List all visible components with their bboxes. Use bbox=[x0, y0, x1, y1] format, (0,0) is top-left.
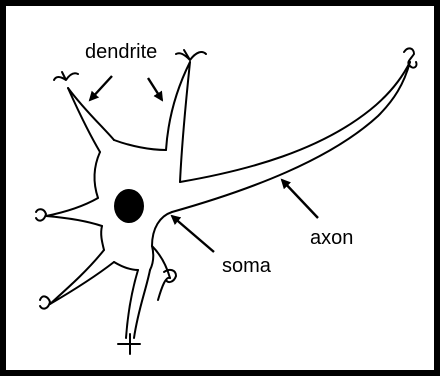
axon-label: axon bbox=[310, 227, 353, 249]
dendrite-lower-right bbox=[151, 245, 171, 279]
dendrite-upper-right bbox=[165, 61, 191, 151]
axon-line bbox=[179, 61, 411, 183]
dendrite-bottom bbox=[125, 269, 139, 339]
nucleus bbox=[114, 189, 144, 223]
dendrite-left bbox=[45, 197, 99, 217]
soma-arrow bbox=[170, 214, 215, 253]
axon-arrow bbox=[280, 178, 319, 219]
dendrite-arrow-right bbox=[146, 77, 164, 102]
dendrite-label: dendrite bbox=[85, 41, 157, 63]
neuron-outline bbox=[35, 47, 418, 355]
dendrite-upper-left bbox=[67, 87, 101, 153]
dendrite-lower-left bbox=[49, 249, 105, 305]
soma-label: soma bbox=[222, 255, 272, 277]
dendrite-arrow-left bbox=[88, 75, 113, 102]
